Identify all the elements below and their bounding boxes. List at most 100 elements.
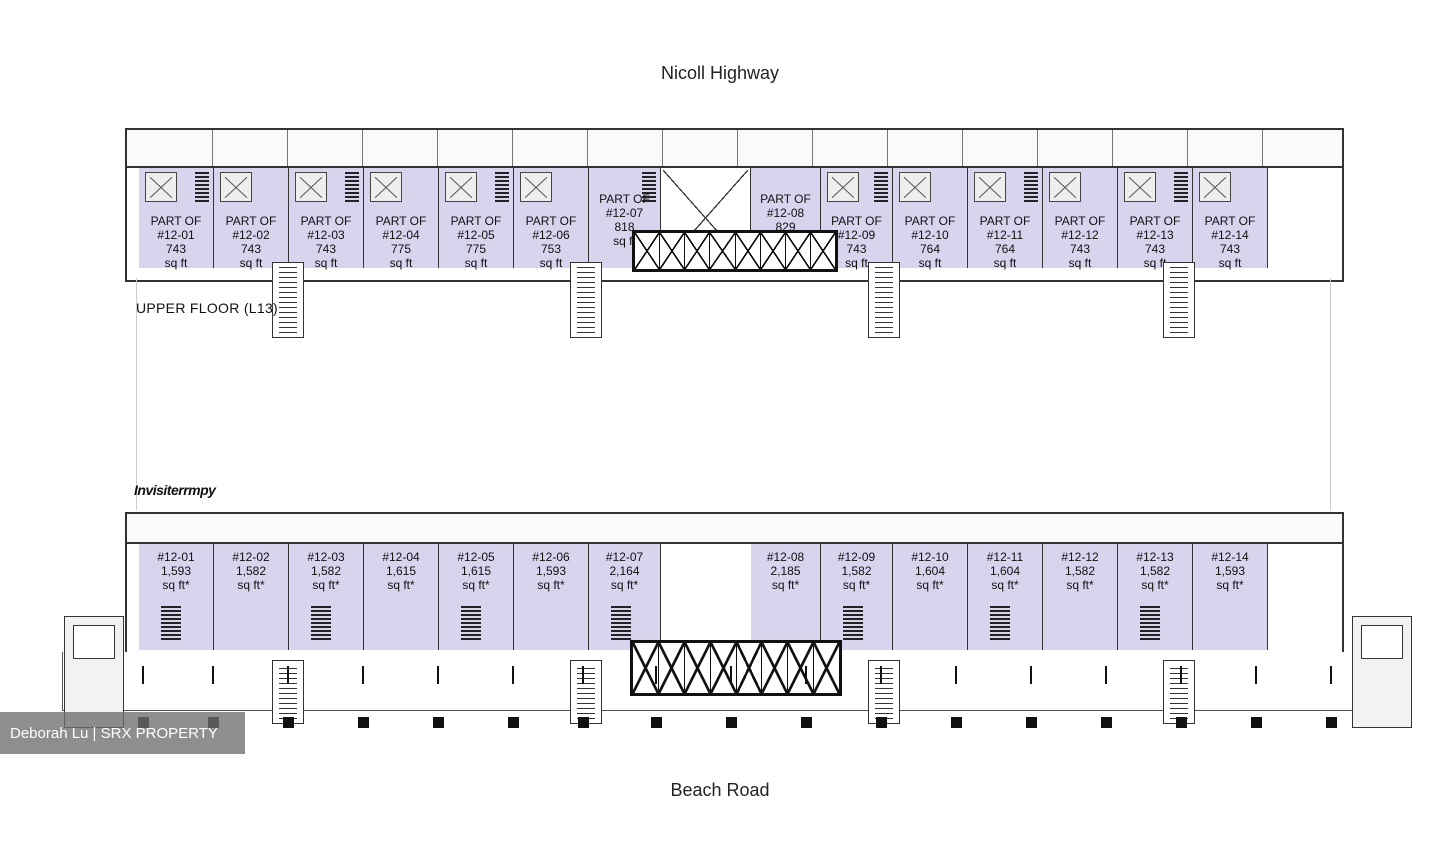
stair-icon	[495, 172, 509, 202]
unit-label-line: 1,615	[460, 564, 492, 578]
column-tick	[955, 666, 957, 684]
unit-label-line: #12-05	[457, 550, 495, 564]
unit-label-line: sq ft	[845, 256, 868, 270]
stair-icon	[642, 172, 656, 202]
unit-label-line: #12-13	[1136, 550, 1174, 564]
lift-void-icon	[370, 172, 402, 202]
unit-label-line: #12-05	[457, 228, 495, 242]
guide-line-right	[1330, 278, 1331, 510]
column-pillar	[1101, 717, 1112, 728]
column-pillar	[358, 717, 369, 728]
column-pillar	[726, 717, 737, 728]
lift-void-icon	[445, 172, 477, 202]
column-pillar	[1326, 717, 1337, 728]
unit-label-line: #12-13	[1136, 228, 1174, 242]
unit-label-line: 1,582	[841, 564, 872, 578]
unit-label-line: 1,593	[1214, 564, 1246, 578]
lower-floor-label: Invisiterrmpy	[134, 482, 216, 498]
unit-label-line: PART OF	[1054, 214, 1106, 228]
unit-label-line: sq ft	[164, 256, 188, 270]
unit-label-line: 743	[1144, 242, 1166, 256]
unit-label-line: PART OF	[525, 214, 577, 228]
unit-label-line: 764	[919, 242, 941, 256]
unit-label-line: 1,582	[235, 564, 267, 578]
unit-label-line: #12-06	[532, 228, 570, 242]
unit-label-line: #12-09	[837, 228, 876, 242]
lift-void-icon	[827, 172, 859, 202]
stair-icon	[161, 604, 181, 640]
stairwell-lower-2	[570, 660, 602, 724]
unit-label-line: #12-03	[307, 550, 345, 564]
unit-label-line: PART OF	[300, 214, 352, 228]
stair-icon	[345, 172, 359, 202]
unit-label-line: 775	[390, 242, 412, 256]
unit-label-line: 743	[1219, 242, 1241, 256]
unit-label-line: #12-07	[605, 550, 644, 564]
unit-label-line: sq ft	[1143, 256, 1167, 270]
column-tick	[1330, 666, 1332, 684]
unit-label-line: 1,582	[1064, 564, 1096, 578]
side-core-right	[1352, 616, 1412, 728]
unit-label-line: sq ft	[613, 234, 636, 248]
unit-label-line: sq ft*	[991, 578, 1019, 592]
unit-label-line: #12-02	[232, 550, 270, 564]
stairwell-1	[272, 262, 304, 338]
unit-label-line: sq ft*	[537, 578, 565, 592]
unit-label-line: 753	[540, 242, 562, 256]
stair-icon	[990, 604, 1010, 640]
unit-label-line: 1,604	[914, 564, 946, 578]
unit-label-line: #12-03	[307, 228, 345, 242]
stairwell-lower-4	[1163, 660, 1195, 724]
column-tick	[362, 666, 364, 684]
unit-label-line: 743	[165, 242, 187, 256]
unit-label-line: PART OF	[599, 192, 650, 206]
stairwell-4	[1163, 262, 1195, 338]
column-tick	[1255, 666, 1257, 684]
unit-label-line: #12-04	[382, 228, 420, 242]
stair-icon	[461, 604, 481, 640]
lift-void-icon	[1124, 172, 1156, 202]
balcony-strip-lower	[127, 514, 1342, 544]
column-tick	[730, 666, 732, 684]
unit-label-line: PART OF	[1204, 214, 1256, 228]
column-tick	[1180, 666, 1182, 684]
unit-label-line: PART OF	[831, 214, 882, 228]
column-tick	[142, 666, 144, 684]
column-tick	[1105, 666, 1107, 684]
unit-label-line: #12-10	[911, 228, 949, 242]
unit-label-line: sq ft*	[312, 578, 340, 592]
unit-label-line: #12-11	[986, 228, 1024, 242]
